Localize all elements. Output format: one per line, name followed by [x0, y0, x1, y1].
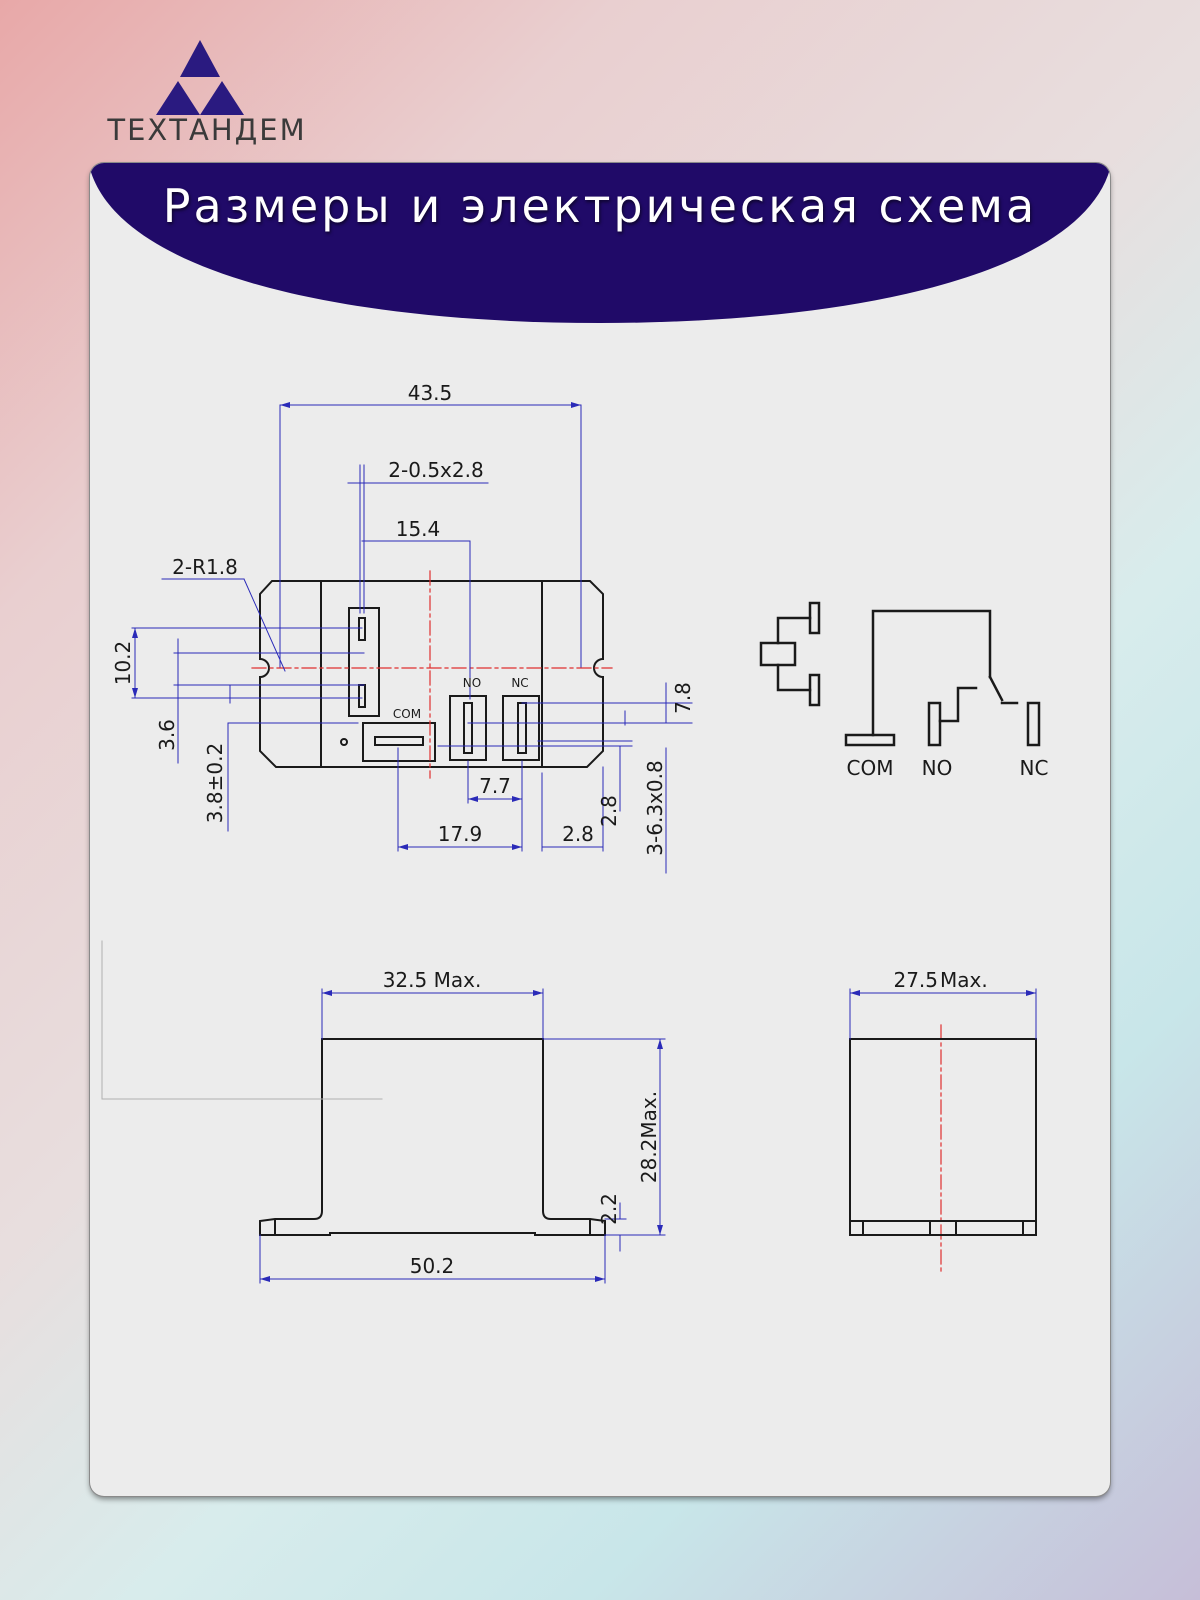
side-view-dimension-lines [849, 988, 1037, 1040]
brand-logo: ТЕХТАНДЕМ [92, 35, 322, 155]
banner-shape [90, 163, 1110, 323]
schematic-label-nc: NC [1020, 756, 1049, 780]
triangle-logo-icon [156, 40, 244, 115]
dim-side-width-value: 27.5 [893, 968, 938, 992]
dim-terminal-size: 3-6.3x0.8 [643, 760, 667, 855]
terminal-label-nc: NC [511, 676, 528, 690]
dim-side-width-suffix: Max. [940, 968, 988, 992]
dim-spacing-7-7: 7.7 [479, 774, 511, 798]
dim-offset-3-8: 3.8±0.2 [203, 743, 227, 823]
terminal-label-no: NO [463, 676, 481, 690]
dim-front-height: 28.2Max. [637, 1091, 661, 1183]
dim-width-43-5: 43.5 [408, 381, 453, 405]
front-view-outline [259, 1038, 606, 1236]
reference-lines [101, 940, 383, 1100]
center-lines [251, 570, 942, 1272]
top-view-dimension-lines [131, 404, 693, 874]
side-view-outline [849, 1038, 1037, 1236]
brand-name: ТЕХТАНДЕМ [107, 113, 307, 147]
terminal-label-com: COM [393, 707, 421, 721]
dim-base-width: 50.2 [410, 1254, 455, 1278]
top-view-outline [259, 580, 604, 768]
dim-top-width: 32.5 Max. [383, 968, 482, 992]
dim-spacing-17-9: 17.9 [438, 822, 483, 846]
dim-base-height: 2.2 [597, 1193, 621, 1225]
dim-pin-spacing: 15.4 [396, 517, 441, 541]
schematic-label-no: NO [922, 756, 953, 780]
dim-edge-2-8-v: 2.8 [597, 795, 621, 827]
dim-radius: 2-R1.8 [172, 555, 238, 579]
dimension-arrows [132, 402, 1036, 1282]
dim-height-10-2: 10.2 [111, 641, 135, 686]
schematic-label-com: COM [847, 756, 894, 780]
dim-slot-7-8: 7.8 [671, 682, 695, 714]
banner-title: Размеры и электрическая схема [162, 179, 1038, 233]
schematic-symbol [759, 601, 1041, 747]
dim-pin-size: 2-0.5x2.8 [388, 458, 483, 482]
dim-offset-3-6: 3.6 [155, 719, 179, 751]
diagram-card: Размеры и электрическая схема [90, 163, 1110, 1496]
dim-edge-2-8-h: 2.8 [562, 822, 594, 846]
technical-drawing: 43.5 2-0.5x2.8 15.4 2-R1.8 10.2 3.6 3.8±… [101, 381, 1049, 1284]
front-view-dimension-lines [259, 988, 666, 1284]
